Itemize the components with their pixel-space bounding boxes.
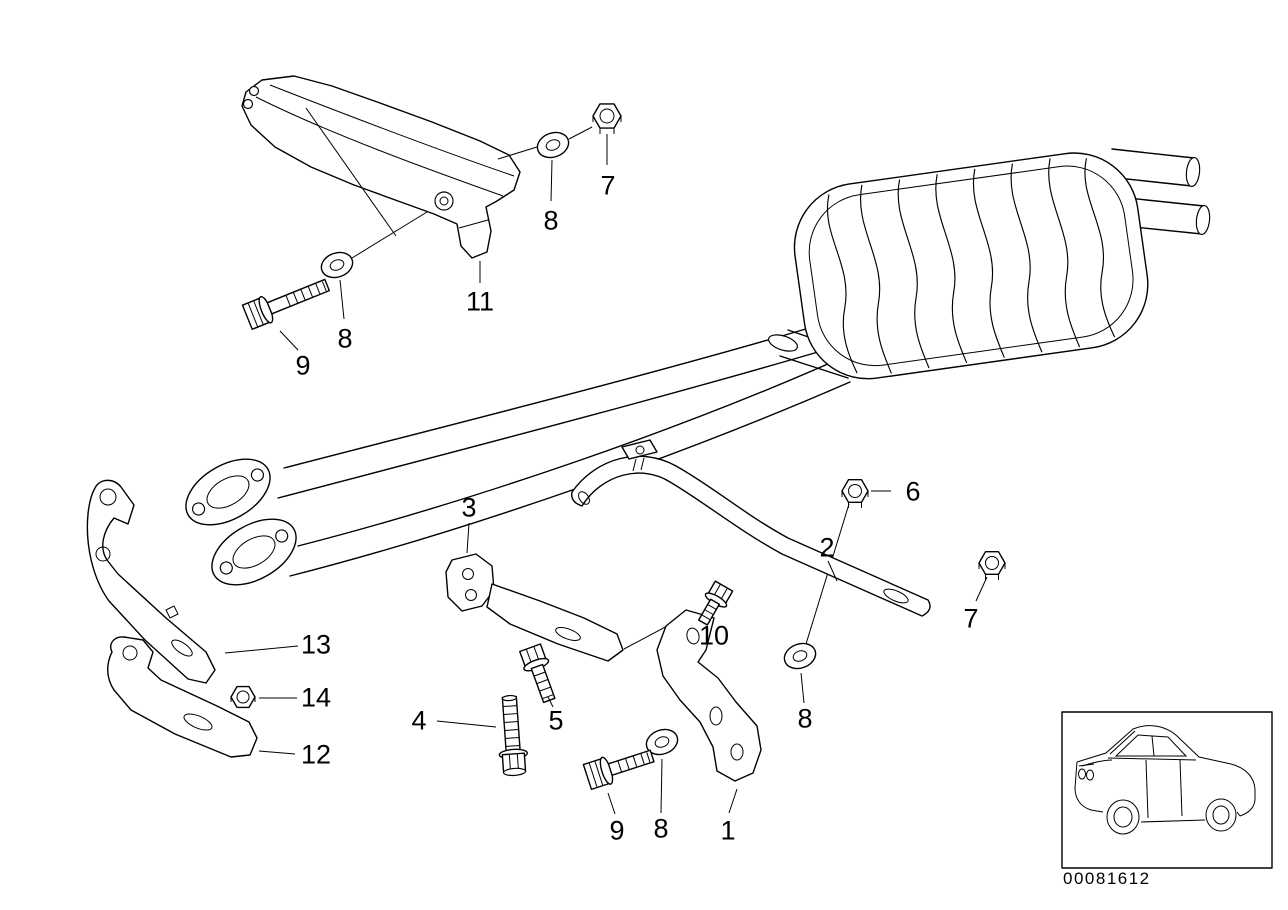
callout-10[interactable]: 10 xyxy=(698,620,730,651)
callout-8[interactable]: 8 xyxy=(337,323,353,354)
flange-upper xyxy=(185,458,271,526)
callout-14[interactable]: 14 xyxy=(300,682,332,713)
bolt-5-drawing xyxy=(519,643,556,704)
flange-lower xyxy=(211,518,297,586)
bolt-10-drawing xyxy=(697,580,734,626)
washer-8-left-drawing xyxy=(320,251,354,279)
bolt-9-bottom-drawing xyxy=(582,749,655,791)
leader-lines xyxy=(224,134,988,815)
bolt-9-top-drawing xyxy=(241,278,331,330)
callout-6[interactable]: 6 xyxy=(905,476,921,507)
car-drawing xyxy=(1074,725,1256,835)
callout-2[interactable]: 2 xyxy=(819,532,835,563)
nut-6-drawing xyxy=(841,479,869,508)
bracket-3-drawing xyxy=(445,553,624,662)
callout-1[interactable]: 1 xyxy=(720,815,736,846)
vehicle-thumbnail-box xyxy=(1061,711,1273,869)
nut-7-right-drawing xyxy=(978,551,1006,580)
callout-8[interactable]: 8 xyxy=(543,205,559,236)
callout-5[interactable]: 5 xyxy=(548,705,564,736)
callout-9[interactable]: 9 xyxy=(295,350,311,381)
drawing-number: 00081612 xyxy=(1063,869,1151,888)
bracket-1-drawing xyxy=(656,609,762,782)
callout-8[interactable]: 8 xyxy=(653,813,669,844)
callout-7[interactable]: 7 xyxy=(963,603,979,634)
heat-shield-drawing xyxy=(241,75,521,259)
muffler-drawing xyxy=(767,148,1211,380)
callout-4[interactable]: 4 xyxy=(411,705,427,736)
callout-13[interactable]: 13 xyxy=(300,629,332,660)
bolt-4-drawing xyxy=(498,694,528,777)
washer-8-mid-drawing xyxy=(783,642,817,670)
callout-7[interactable]: 7 xyxy=(600,170,616,201)
strap-bracket-drawing xyxy=(571,439,931,617)
callout-3[interactable]: 3 xyxy=(461,492,477,523)
nut-14-drawing xyxy=(230,685,256,709)
bracket-13-drawing xyxy=(86,479,216,684)
bracket-12-drawing xyxy=(107,636,258,758)
callout-8[interactable]: 8 xyxy=(797,703,813,734)
washer-8-bottom-drawing xyxy=(645,728,679,756)
callout-9[interactable]: 9 xyxy=(609,815,625,846)
front-pipe-drawing xyxy=(185,325,851,586)
callout-12[interactable]: 12 xyxy=(300,739,332,770)
nut-7-top-drawing xyxy=(592,103,622,134)
washer-8-top-drawing xyxy=(536,131,570,159)
callout-11[interactable]: 11 xyxy=(465,286,495,317)
